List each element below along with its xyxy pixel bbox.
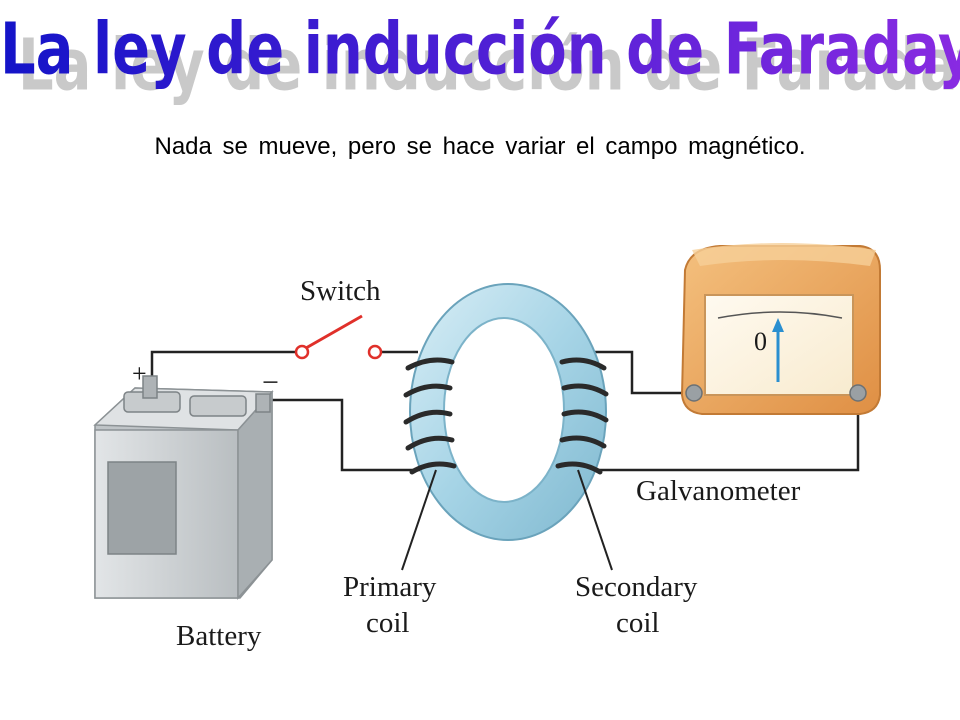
wire-negative: [270, 398, 420, 472]
primary-pointer: [401, 469, 437, 571]
subtitle: Nada se mueve, pero se hace variar el ca…: [154, 133, 806, 160]
wire-positive: [150, 350, 298, 380]
wire-secondary-top: [590, 350, 690, 395]
battery-label: Battery: [176, 620, 262, 652]
secondary-coil: [555, 357, 609, 475]
galvanometer: [680, 243, 881, 415]
title-area: La ley de inducción de Faraday La ley de…: [0, 0, 960, 110]
secondary-pointer: [577, 469, 613, 571]
page-title-shadow: La ley de inducción de Faraday: [18, 24, 960, 107]
plus-sign: +: [132, 359, 147, 388]
page-title: La ley de inducción de Faraday: [0, 8, 960, 91]
secondary-label-line2: coil: [616, 607, 660, 639]
circuit-wires: [150, 350, 860, 472]
minus-sign: −: [262, 366, 279, 399]
battery: [93, 375, 274, 600]
wire-secondary-bottom: [590, 396, 860, 472]
page-title-text: La ley de inducción de Faraday: [0, 8, 960, 91]
secondary-label-line1: Secondary: [575, 571, 698, 603]
iron-ring: [409, 283, 607, 541]
switch-label: Switch: [300, 275, 381, 307]
primary-label-line2: coil: [366, 607, 410, 639]
primary-label-line1: Primary: [343, 571, 437, 603]
galvanometer-label: Galvanometer: [636, 475, 801, 507]
meter-zero: 0: [754, 327, 767, 356]
primary-coil: [403, 357, 457, 475]
switch: [294, 314, 383, 360]
